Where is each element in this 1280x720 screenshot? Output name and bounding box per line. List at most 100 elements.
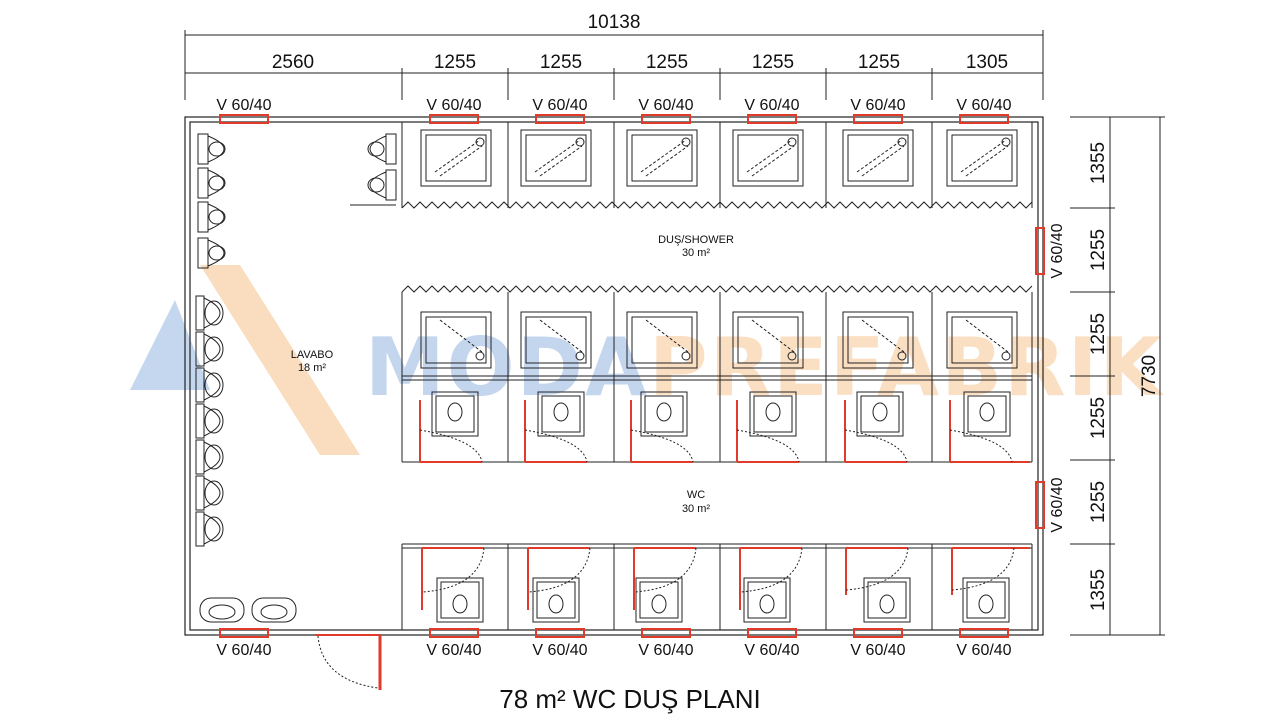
washbasin-icon xyxy=(195,295,224,331)
watermark-logo-icon xyxy=(130,300,210,390)
shower-tray-icon xyxy=(732,129,804,187)
top-dim-4: 1255 xyxy=(646,52,688,73)
top-shower-cubicles xyxy=(401,122,1033,209)
washbasin-icon xyxy=(195,511,224,547)
right-dim-2: 1255 xyxy=(1088,229,1109,271)
squat-toilet-icon xyxy=(963,391,1011,437)
shower-room-area: 30 m² xyxy=(682,247,710,259)
urinals-left xyxy=(197,133,226,269)
urinals-right xyxy=(350,133,397,206)
door-swings xyxy=(419,429,1015,593)
window-label: V 60/40 xyxy=(216,97,271,114)
right-dim-1: 1355 xyxy=(1088,142,1109,184)
top-dim-7: 1305 xyxy=(966,52,1008,73)
washbasin-icon xyxy=(195,475,224,511)
squat-toilet-icon xyxy=(640,391,688,437)
right-dim-5: 1255 xyxy=(1088,481,1109,523)
room-labels: DUŞ/SHOWER 30 m² LAVABO 18 m² WC 30 m² xyxy=(291,234,734,515)
shower-tray-icon xyxy=(842,311,914,369)
dimension-labels: 10138 2560 1255 1255 1255 1255 1255 1305… xyxy=(272,12,1160,611)
watermark: MODAPREFABRIK xyxy=(130,265,1163,455)
window-label: V 60/40 xyxy=(426,97,481,114)
top-dim-2: 1255 xyxy=(434,52,476,73)
window-label: V 60/40 xyxy=(426,642,481,659)
squat-toilet-icon xyxy=(749,391,797,437)
squat-toilets-middle xyxy=(431,391,1011,437)
window-label: V 60/40 xyxy=(1049,223,1066,278)
top-dim-3: 1255 xyxy=(540,52,582,73)
shower-tray-icon xyxy=(946,311,1018,369)
squat-toilet-icon xyxy=(431,391,479,437)
door-swing-icon xyxy=(317,635,379,689)
washbasin-icon xyxy=(195,331,224,367)
window-label: V 60/40 xyxy=(744,97,799,114)
urinal-icon xyxy=(197,237,226,269)
shower-tray-icon xyxy=(420,129,492,187)
squat-toilet-icon xyxy=(532,577,580,623)
squat-toilet-icon xyxy=(863,577,911,623)
squat-toilets-bottom xyxy=(436,577,1010,623)
squat-toilet-icon xyxy=(962,577,1010,623)
shower-tray-icon xyxy=(520,129,592,187)
window-labels-right: V 60/40 V 60/40 xyxy=(1049,223,1066,532)
shower-room-name: DUŞ/SHOWER xyxy=(658,234,734,246)
squat-toilet-icon xyxy=(856,391,904,437)
window-labels-bottom: V 60/40 V 60/40 V 60/40 V 60/40 V 60/40 … xyxy=(216,642,1011,659)
shower-tray-icon xyxy=(946,129,1018,187)
watermark-part1: MODA xyxy=(365,321,649,414)
urinal-icon xyxy=(197,133,226,165)
washbasins-bottom xyxy=(199,597,297,623)
shower-trays xyxy=(420,129,1018,369)
right-dim-4: 1255 xyxy=(1088,397,1109,439)
right-dim-6: 1355 xyxy=(1088,569,1109,611)
window-label: V 60/40 xyxy=(956,97,1011,114)
wc-room-area: 30 m² xyxy=(682,503,710,515)
shower-tray-icon xyxy=(626,129,698,187)
urinal-icon xyxy=(197,167,226,199)
top-dim-6: 1255 xyxy=(858,52,900,73)
window-label: V 60/40 xyxy=(532,97,587,114)
squat-toilet-icon xyxy=(743,577,791,623)
middle-cubicles xyxy=(401,285,1033,463)
top-dim-5: 1255 xyxy=(752,52,794,73)
total-height-label: 7730 xyxy=(1139,355,1160,397)
lavabo-room-area: 18 m² xyxy=(298,362,326,374)
dimension-lines xyxy=(184,30,1165,636)
entrance-door xyxy=(315,634,382,690)
shower-tray-icon xyxy=(420,311,492,369)
washbasin-icon xyxy=(195,403,224,439)
right-dim-3: 1255 xyxy=(1088,313,1109,355)
window-label: V 60/40 xyxy=(850,642,905,659)
squat-toilet-icon xyxy=(537,391,585,437)
window-label: V 60/40 xyxy=(638,97,693,114)
washbasins-left xyxy=(195,295,224,547)
window-label: V 60/40 xyxy=(532,642,587,659)
window-labels-top: V 60/40 V 60/40 V 60/40 V 60/40 V 60/40 … xyxy=(216,97,1011,114)
windows xyxy=(219,114,1045,638)
shower-tray-icon xyxy=(732,311,804,369)
washbasin-icon xyxy=(195,367,224,403)
wc-room-name: WC xyxy=(687,489,705,501)
cubicle-doors xyxy=(419,400,1030,610)
lavabo-room-name: LAVABO xyxy=(291,349,334,361)
plan-title: 78 m² WC DUŞ PLANI xyxy=(499,684,761,714)
urinal-icon xyxy=(367,133,397,165)
window-label: V 60/40 xyxy=(744,642,799,659)
washbasin-icon xyxy=(251,597,297,623)
window-label: V 60/40 xyxy=(638,642,693,659)
washbasin-icon xyxy=(199,597,245,623)
shower-tray-icon xyxy=(842,129,914,187)
window-label: V 60/40 xyxy=(850,97,905,114)
total-width-label: 10138 xyxy=(588,12,641,33)
bottom-wc-cubicles xyxy=(401,543,1033,630)
watermark-logo-shape xyxy=(200,265,360,455)
squat-toilet-icon xyxy=(635,577,683,623)
urinal-icon xyxy=(197,201,226,233)
washbasin-icon xyxy=(195,439,224,475)
top-dim-1: 2560 xyxy=(272,52,314,73)
squat-toilet-icon xyxy=(436,577,484,623)
window-label: V 60/40 xyxy=(216,642,271,659)
shower-tray-icon xyxy=(520,311,592,369)
shower-tray-icon xyxy=(626,311,698,369)
